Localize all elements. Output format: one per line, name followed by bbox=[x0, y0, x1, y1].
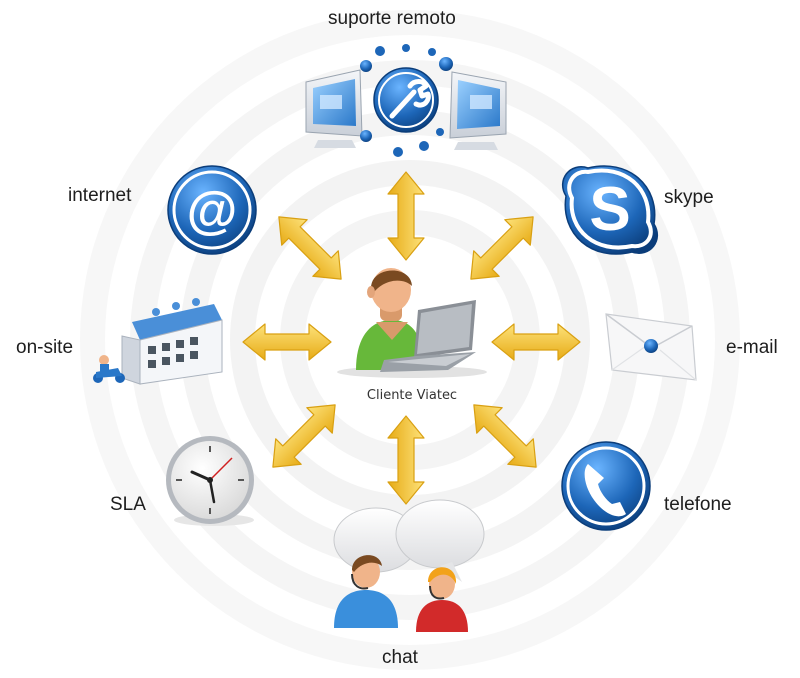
envelope-icon bbox=[605, 313, 697, 381]
phone-icon bbox=[561, 441, 651, 531]
at-sign-icon: @ bbox=[167, 165, 257, 255]
clock-icon bbox=[166, 436, 254, 526]
chat-people-icon bbox=[333, 499, 485, 632]
label-suporte-remoto: suporte remoto bbox=[328, 8, 456, 29]
center-label: Cliente Viatec bbox=[367, 388, 457, 403]
label-sla: SLA bbox=[110, 494, 146, 515]
skype-icon: S bbox=[561, 165, 659, 255]
label-on-site: on-site bbox=[16, 337, 74, 358]
label-internet: internet bbox=[68, 185, 132, 206]
label-e-mail: e-mail bbox=[726, 337, 778, 358]
building-scooter-icon bbox=[93, 298, 223, 385]
label-chat: chat bbox=[382, 647, 418, 668]
label-skype: skype bbox=[664, 187, 714, 208]
svg-text:S: S bbox=[589, 175, 630, 244]
remote-support-icon bbox=[305, 44, 507, 157]
customer-laptop-icon bbox=[337, 268, 487, 378]
svg-text:@: @ bbox=[187, 182, 238, 240]
label-telefone: telefone bbox=[664, 494, 732, 515]
